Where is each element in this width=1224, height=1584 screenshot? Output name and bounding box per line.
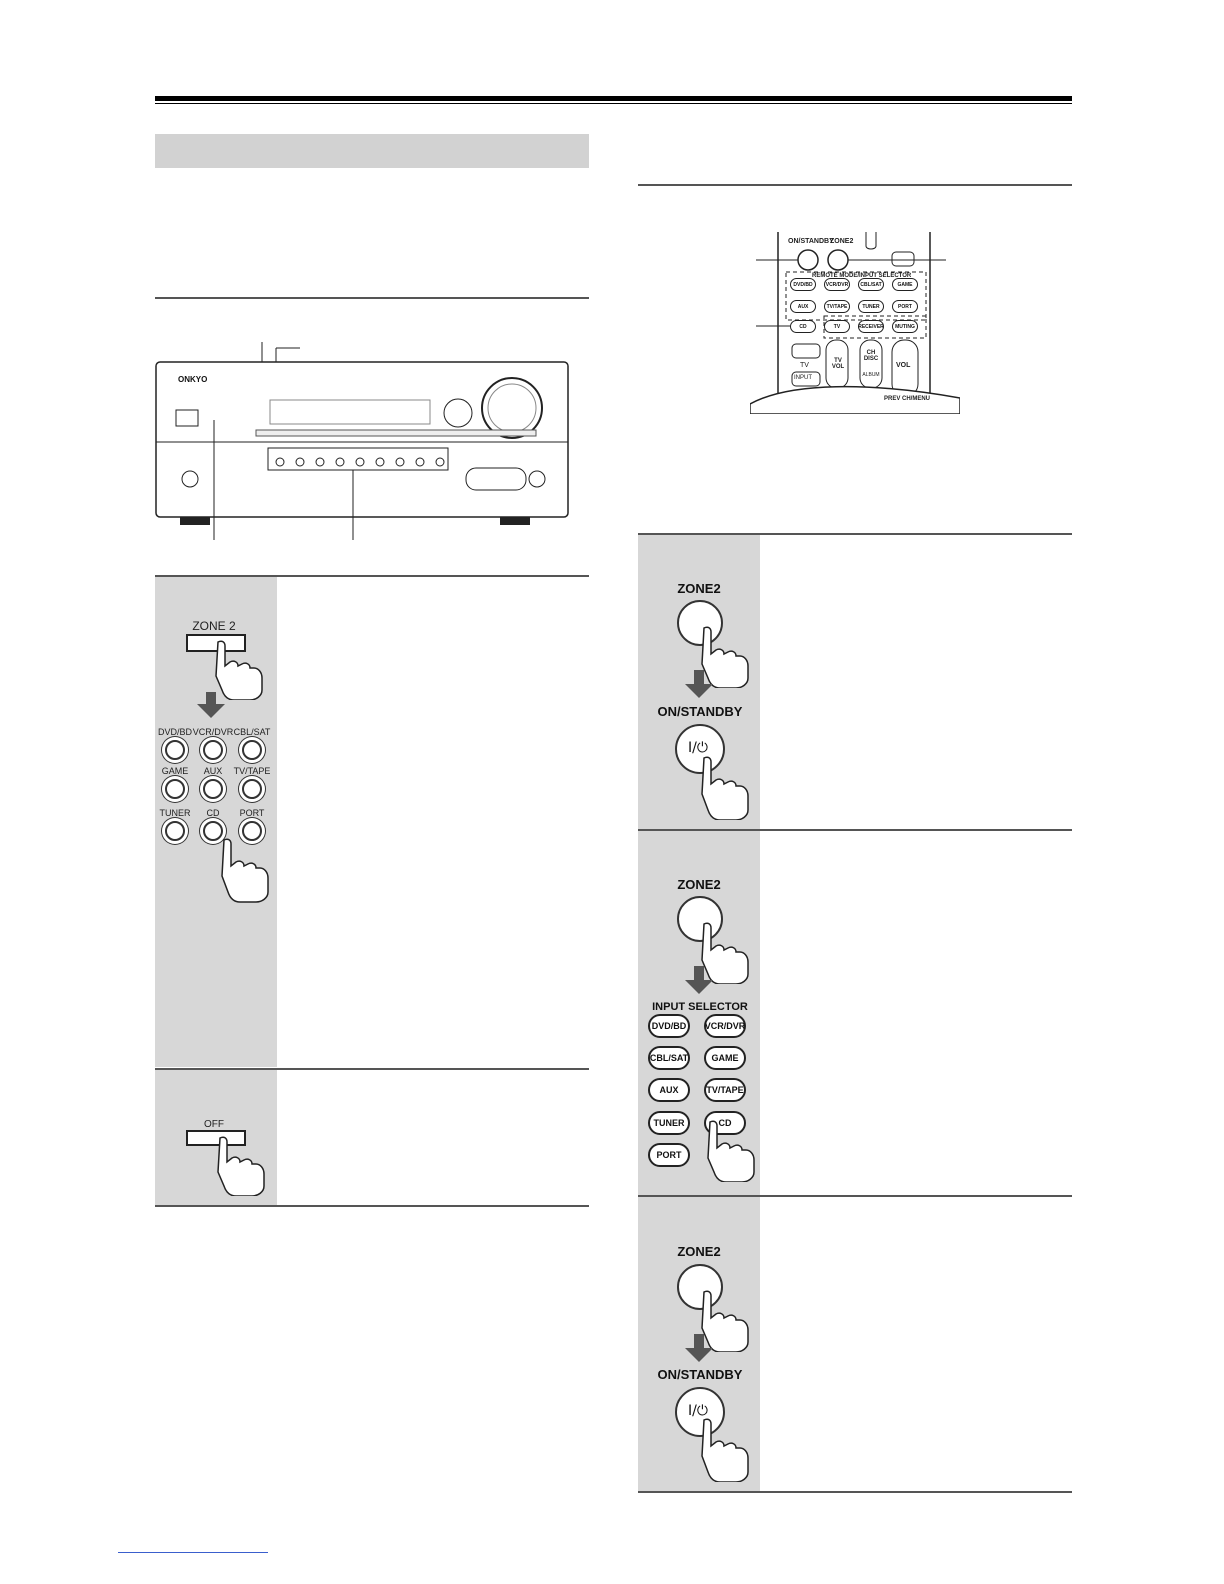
down-arrow-icon bbox=[685, 1348, 713, 1362]
down-arrow-icon bbox=[685, 684, 713, 698]
remote-vol-label: VOL bbox=[896, 362, 911, 369]
on-standby-label: ON/STANDBY bbox=[657, 704, 743, 719]
pointing-hand-icon bbox=[215, 640, 263, 700]
pointing-hand-icon bbox=[701, 756, 749, 820]
pointing-hand-icon bbox=[701, 1418, 749, 1482]
remote-zone2-label: ZONE2 bbox=[830, 238, 854, 245]
input-button[interactable] bbox=[203, 821, 223, 841]
arrow-stem bbox=[694, 670, 704, 684]
zone2-button[interactable] bbox=[677, 1264, 723, 1310]
divider bbox=[155, 575, 589, 577]
remote-selector-button[interactable]: CBL/SAT bbox=[858, 278, 884, 291]
remote-input-label: INPUT bbox=[794, 375, 812, 381]
input-label: CBL/SAT bbox=[233, 727, 271, 737]
input-selector-button[interactable]: GAME bbox=[704, 1046, 746, 1070]
brand-logo-text: ONKYO bbox=[178, 375, 207, 384]
remote-selector-button[interactable]: RECEIVER bbox=[858, 320, 884, 333]
input-selector-button[interactable]: TV/TAPE bbox=[704, 1078, 746, 1102]
arrow-stem bbox=[694, 1334, 704, 1348]
remote-tv-vol-label: TV VOL bbox=[831, 358, 845, 370]
power-icon: I/⏻ bbox=[688, 740, 708, 756]
divider bbox=[155, 1068, 589, 1070]
zone2-button[interactable] bbox=[677, 896, 723, 942]
input-selector-button[interactable]: PORT bbox=[648, 1143, 690, 1167]
remote-selector-button[interactable]: VCR/DVR bbox=[824, 278, 850, 291]
remote-top-illustration: ON/STANDBY ZONE2 REMOTE MODE/INPUT SELEC… bbox=[750, 232, 960, 414]
down-arrow-icon bbox=[197, 704, 225, 718]
input-selector-button[interactable]: CBL/SAT bbox=[648, 1046, 690, 1070]
on-standby-button[interactable] bbox=[675, 724, 725, 774]
divider bbox=[638, 829, 1072, 831]
divider bbox=[638, 1195, 1072, 1197]
off-button[interactable] bbox=[186, 1130, 246, 1146]
pointing-hand-icon bbox=[701, 922, 749, 984]
input-label: TV/TAPE bbox=[233, 766, 271, 776]
footer-link-underline bbox=[118, 1552, 268, 1553]
divider bbox=[638, 184, 1072, 186]
remote-selector-button[interactable]: GAME bbox=[892, 278, 918, 291]
input-button[interactable] bbox=[242, 821, 262, 841]
divider bbox=[155, 297, 589, 299]
input-label: AUX bbox=[203, 766, 223, 776]
zone2-label: ZONE2 bbox=[677, 1244, 721, 1259]
on-standby-label: ON/STANDBY bbox=[657, 1367, 743, 1382]
input-label: DVD/BD bbox=[157, 727, 192, 737]
input-label: VCR/DVR bbox=[192, 727, 234, 737]
input-button[interactable] bbox=[242, 740, 262, 760]
remote-prev-ch-label: PREV CH/MENU bbox=[884, 396, 931, 402]
remote-selector-button[interactable]: TV bbox=[824, 320, 850, 333]
input-button[interactable] bbox=[165, 740, 185, 760]
input-button[interactable] bbox=[242, 779, 262, 799]
divider bbox=[155, 1205, 589, 1207]
remote-selector-button[interactable]: DVD/BD bbox=[790, 278, 816, 291]
input-selector-button[interactable]: DVD/BD bbox=[648, 1014, 690, 1038]
section-heading-bar bbox=[155, 134, 589, 168]
remote-selector-button[interactable]: MUTING bbox=[892, 320, 918, 333]
remote-ch-disc-label: CH DISC bbox=[863, 350, 879, 362]
remote-on-standby-label: ON/STANDBY bbox=[788, 238, 834, 245]
input-button[interactable] bbox=[165, 779, 185, 799]
input-label: GAME bbox=[161, 766, 189, 776]
zone2-label: ZONE2 bbox=[677, 581, 721, 596]
input-button[interactable] bbox=[165, 821, 185, 841]
zone2-label: ZONE 2 bbox=[192, 619, 236, 633]
input-button[interactable] bbox=[203, 740, 223, 760]
remote-selector-button[interactable]: AUX bbox=[790, 300, 816, 313]
zone2-label: ZONE2 bbox=[677, 877, 721, 892]
down-arrow-icon bbox=[685, 980, 713, 994]
input-selector-button[interactable]: AUX bbox=[648, 1078, 690, 1102]
divider bbox=[638, 533, 1072, 535]
remote-selector-button[interactable]: PORT bbox=[892, 300, 918, 313]
zone2-button[interactable] bbox=[186, 634, 246, 652]
arrow-stem bbox=[694, 966, 704, 980]
remote-selector-button[interactable]: TV/TAPE bbox=[824, 300, 850, 313]
power-icon: I/⏻ bbox=[688, 1403, 708, 1419]
zone2-button[interactable] bbox=[677, 600, 723, 646]
input-button[interactable] bbox=[203, 779, 223, 799]
remote-selector-button[interactable]: CD bbox=[790, 320, 816, 333]
on-standby-button[interactable] bbox=[675, 1387, 725, 1437]
input-selector-label: INPUT SELECTOR bbox=[652, 1001, 748, 1013]
input-label: CD bbox=[206, 808, 220, 818]
receiver-front-panel-illustration: ONKYO bbox=[155, 342, 569, 540]
pointing-hand-icon bbox=[707, 1120, 755, 1182]
header-rule-thin bbox=[155, 103, 1072, 104]
remote-selector-button[interactable]: TUNER bbox=[858, 300, 884, 313]
divider bbox=[638, 1491, 1072, 1493]
remote-album-label: ALBUM bbox=[862, 372, 880, 378]
input-label: PORT bbox=[239, 808, 265, 818]
remote-mode-header: REMOTE MODE/INPUT SELECTOR bbox=[812, 273, 912, 279]
input-selector-button[interactable]: TUNER bbox=[648, 1111, 690, 1135]
off-label: OFF bbox=[204, 1119, 224, 1130]
pointing-hand-icon bbox=[221, 838, 269, 903]
pointing-hand-icon bbox=[701, 1290, 749, 1352]
pointing-hand-icon bbox=[217, 1136, 265, 1196]
header-rule-thick bbox=[155, 96, 1072, 101]
pointing-hand-icon bbox=[701, 626, 749, 688]
input-selector-button[interactable]: VCR/DVR bbox=[704, 1014, 746, 1038]
arrow-stem bbox=[206, 692, 216, 704]
input-label: TUNER bbox=[159, 808, 191, 818]
remote-tv-label: TV bbox=[800, 362, 809, 369]
